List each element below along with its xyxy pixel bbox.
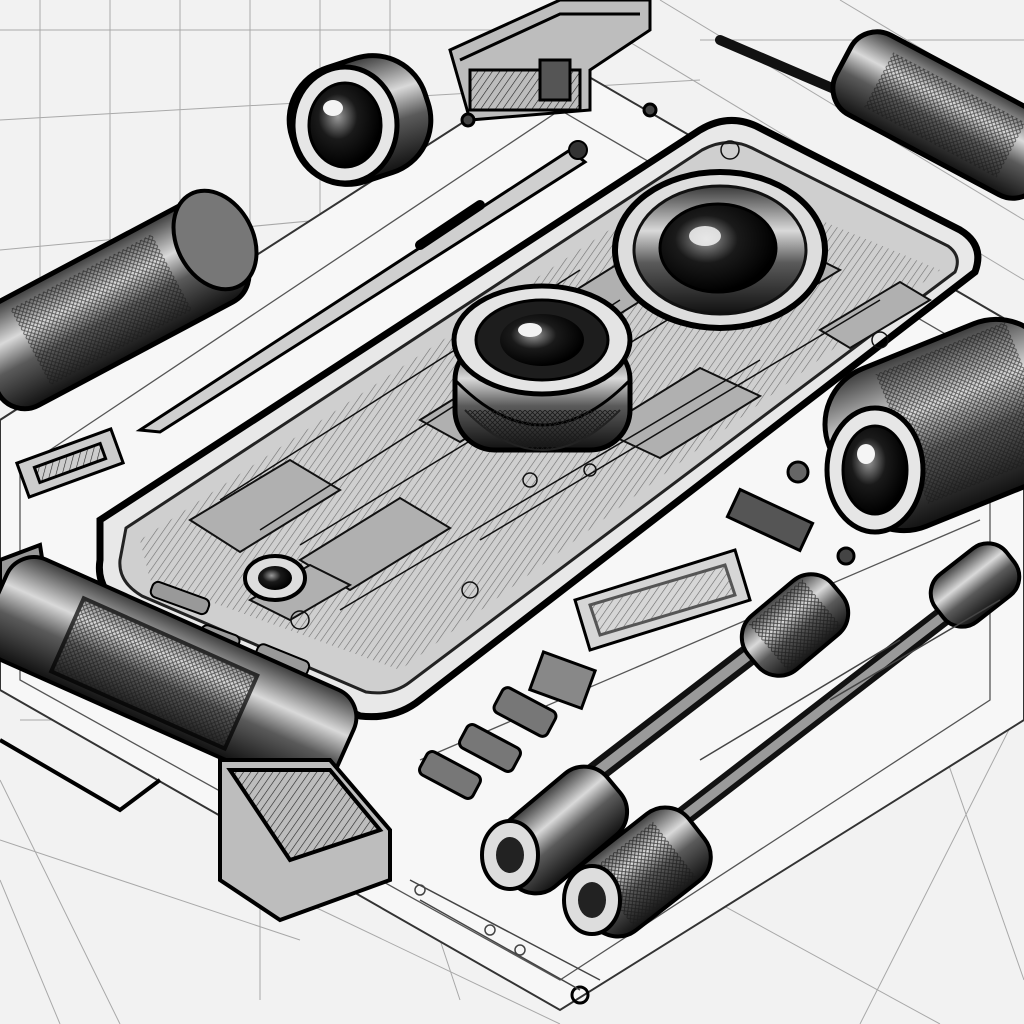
dimension-lines	[409, 599, 1001, 991]
right-barrel-lens	[822, 316, 1024, 535]
small-parts	[14, 102, 856, 1005]
screwdriver-tools	[480, 541, 1022, 939]
stylus-tool	[135, 140, 588, 434]
bottom-left-slider-assembly	[0, 542, 392, 923]
main-camera-lens	[612, 169, 828, 331]
left-barrel-tool	[0, 188, 259, 412]
top-mechanism	[448, 0, 652, 122]
secondary-camera-lens	[451, 283, 633, 453]
front-camera-lens	[243, 554, 307, 602]
detached-lens-ring	[286, 53, 434, 187]
top-right-barrel-tool	[715, 29, 1024, 201]
